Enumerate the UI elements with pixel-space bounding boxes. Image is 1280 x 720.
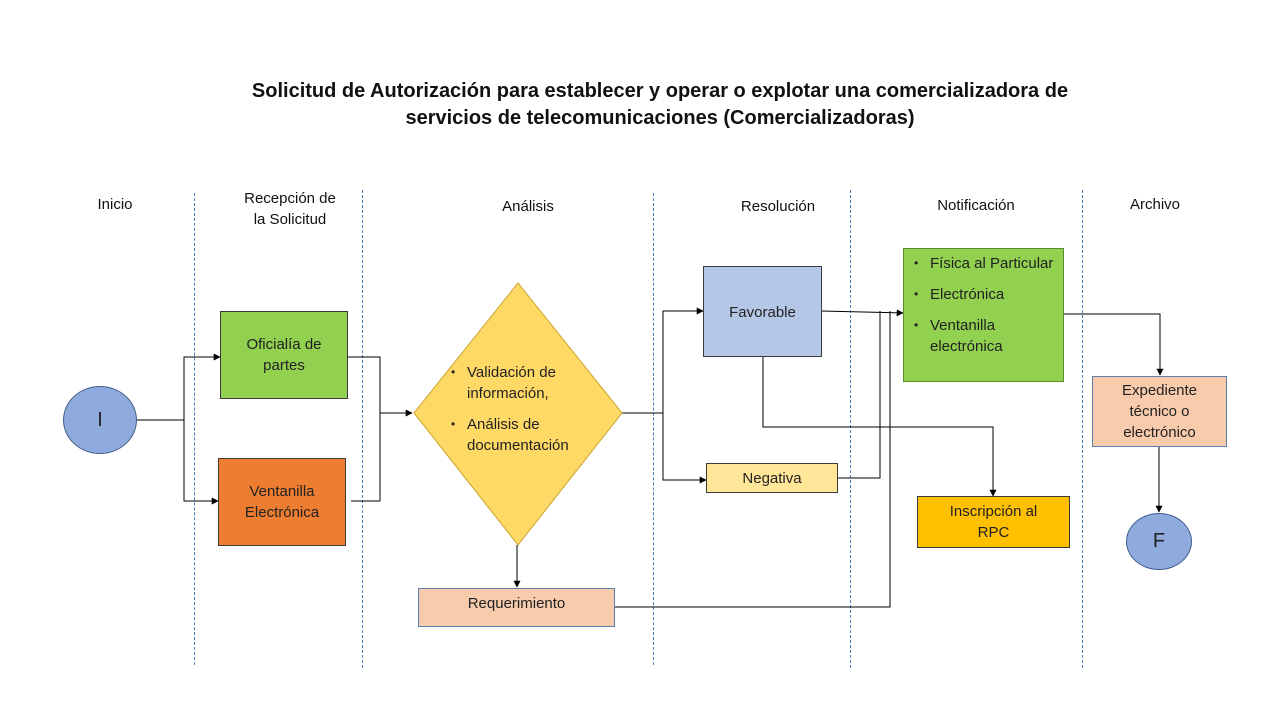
notificacion-item: Física al Particular bbox=[904, 253, 1063, 274]
notificacion-item: Ventanilla electrónica bbox=[904, 315, 1063, 357]
favorable-label: Favorable bbox=[729, 304, 796, 321]
lane-label-recepcion: Recepción de la Solicitud bbox=[244, 190, 336, 228]
lane-separator bbox=[194, 193, 195, 665]
inscripcion-rpc-box: Inscripción al RPC bbox=[917, 496, 1070, 548]
lane-separator bbox=[653, 193, 654, 665]
negativa-box: Negativa bbox=[706, 463, 838, 493]
lane-label-resolucion: Resolución bbox=[740, 198, 816, 215]
notificacion-item: Electrónica bbox=[904, 284, 1063, 305]
oficialia-de-partes-label: Oficialía de partes bbox=[246, 336, 322, 374]
lane-label-archivo: Archivo bbox=[1129, 196, 1181, 213]
analysis-item: Análisis de documentación bbox=[441, 414, 601, 456]
expediente-box: Expediente técnico o electrónico bbox=[1092, 376, 1227, 447]
notificacion-box: Física al Particular Electrónica Ventani… bbox=[903, 248, 1064, 382]
ventanilla-electronica-box: Ventanilla Electrónica bbox=[218, 458, 346, 546]
inscripcion-rpc-label: Inscripción al RPC bbox=[949, 503, 1038, 541]
title-line-1: Solicitud de Autorización para establece… bbox=[251, 80, 1069, 102]
analysis-item: Validación de información, bbox=[441, 362, 601, 404]
lane-label-notificacion: Notificación bbox=[937, 197, 1015, 214]
requerimiento-label: Requerimiento bbox=[467, 595, 566, 612]
analysis-items: Validación de información, Análisis de d… bbox=[441, 362, 601, 466]
title-line-2: servicios de telecomunicaciones (Comerci… bbox=[405, 107, 915, 129]
start-node: I bbox=[63, 386, 137, 454]
negativa-label: Negativa bbox=[742, 469, 802, 487]
end-node: F bbox=[1126, 513, 1192, 570]
ventanilla-electronica-label: Ventanilla Electrónica bbox=[244, 483, 320, 521]
expediente-label: Expediente técnico o electrónico bbox=[1121, 382, 1198, 441]
oficialia-de-partes-box: Oficialía de partes bbox=[220, 311, 348, 399]
requerimiento-box: Requerimiento bbox=[418, 588, 615, 627]
lane-label-inicio: Inicio bbox=[97, 196, 133, 213]
favorable-box: Favorable bbox=[703, 266, 822, 357]
notificacion-items: Física al Particular Electrónica Ventani… bbox=[904, 249, 1063, 357]
diagram-title: Solicitud de Autorización para establece… bbox=[180, 78, 1140, 132]
lane-separator bbox=[1082, 190, 1083, 668]
lane-separator bbox=[362, 190, 363, 668]
lane-label-analisis: Análisis bbox=[502, 198, 554, 215]
lane-separator bbox=[850, 190, 851, 668]
